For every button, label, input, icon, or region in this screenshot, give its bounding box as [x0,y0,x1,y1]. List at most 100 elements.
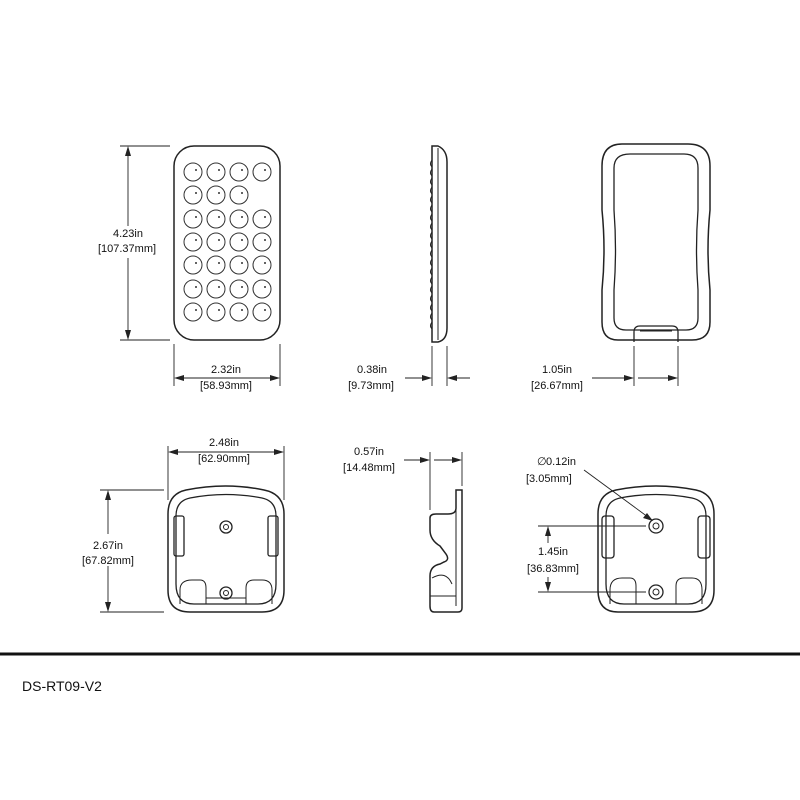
remote-button [252,255,272,275]
remote-button [206,209,226,229]
left-foot-notch [179,579,207,604]
side-button-bump [430,177,433,186]
front-remote-width-dimension: 2.32in [58.93mm] [173,344,281,392]
arrow-head [125,146,131,156]
arrow-head [643,513,653,521]
front-remote-height-dimension: 4.23in [107.37mm] [86,145,170,341]
remote-button-dot [218,169,220,171]
remote-button [252,279,272,299]
remote-button-dot [218,239,220,241]
remote-button [183,185,203,205]
arrow-head [274,449,284,455]
remote-button [183,162,203,182]
hole-diameter-callout: ∅ 0.12in [3.05mm] [526,456,653,521]
remote-button [229,302,249,322]
remote-button [252,232,272,252]
mounting-hole-top-inner [223,524,229,530]
remote-button-dot [241,192,243,194]
dimension-value-in: 0.38in [357,364,387,376]
dimension-value-in: 1.45in [538,546,568,558]
back-remote-width-dimension: 1.05in [26.67mm] [531,346,679,392]
dimension-value-mm: [3.05mm] [526,473,572,485]
dimension-value-mm: [36.83mm] [527,563,579,575]
remote-back-outline [601,143,711,341]
battery-clip [633,325,679,342]
remote-button-dot [264,239,266,241]
arrow-head [174,375,184,381]
arrow-head [447,375,457,381]
remote-button-dot [195,262,197,264]
arrow-head [270,375,280,381]
dimension-value-in: 0.12in [546,456,576,468]
right-slot [267,515,279,557]
remote-button [206,255,226,275]
side-button-bump [430,213,433,222]
side-button-bump [430,186,433,195]
side-button-bump [430,222,433,231]
remote-button [206,185,226,205]
label-bg [86,226,162,258]
remote-button-grid [183,162,272,322]
remote-button-dot [195,216,197,218]
dimension-value-mm: [67.82mm] [82,555,134,567]
side-button-bump [430,240,433,249]
side-button-bump [430,276,433,285]
side-button-bump [430,294,433,303]
arrow-head [545,582,551,592]
side-remote-view [430,145,448,343]
front-holder-width-dimension: 2.48in [62.90mm] [167,437,285,500]
dimension-value-mm: [9.73mm] [348,380,394,392]
remote-button [229,209,249,229]
remote-button [229,162,249,182]
front-remote-view [173,145,281,341]
remote-button-dot [195,309,197,311]
side-button-bump [430,204,433,213]
right-slot [697,515,711,559]
label-bg [72,534,144,566]
remote-button [229,279,249,299]
front-holder-view [167,485,285,613]
remote-button [183,209,203,229]
remote-button [206,279,226,299]
part-number: DS-RT09-V2 [22,678,102,694]
holder-back-outline [597,485,715,613]
arrow-head [452,457,462,463]
remote-button-dot [218,262,220,264]
remote-button-dot [241,286,243,288]
holder-side-outline [429,489,463,613]
dimension-value-mm: [58.93mm] [200,380,252,392]
arrow-head [420,457,430,463]
remote-button [229,232,249,252]
side-button-bump [430,168,433,177]
remote-button-dot [241,239,243,241]
remote-button-dot [218,216,220,218]
hole-spacing-dimension: 1.45in [36.83mm] [518,525,646,593]
arrow-head [105,602,111,612]
mounting-hole-bottom-inner [652,588,660,596]
remote-button-dot [264,216,266,218]
remote-button [229,255,249,275]
holder-front-outline [167,485,285,613]
remote-button [183,279,203,299]
remote-button-dot [264,309,266,311]
remote-button-dot [241,262,243,264]
dimension-value-in: 2.48in [209,437,239,449]
remote-button-dot [218,286,220,288]
dimension-value-mm: [62.90mm] [198,453,250,465]
remote-button [206,162,226,182]
remote-button-dot [195,239,197,241]
dimension-value-mm: [26.67mm] [531,380,583,392]
remote-button [183,255,203,275]
back-holder-view [597,485,715,613]
remote-button [183,232,203,252]
remote-button-dot [195,192,197,194]
mounting-hole-bottom [648,584,664,600]
back-remote-view [601,143,711,342]
mounting-hole-bottom-inner [223,590,229,596]
remote-button [229,185,249,205]
right-foot-notch [245,579,273,604]
arrow-head [624,375,634,381]
remote-button-dot [264,286,266,288]
remote-button-dot [241,169,243,171]
leader-line [583,469,653,521]
